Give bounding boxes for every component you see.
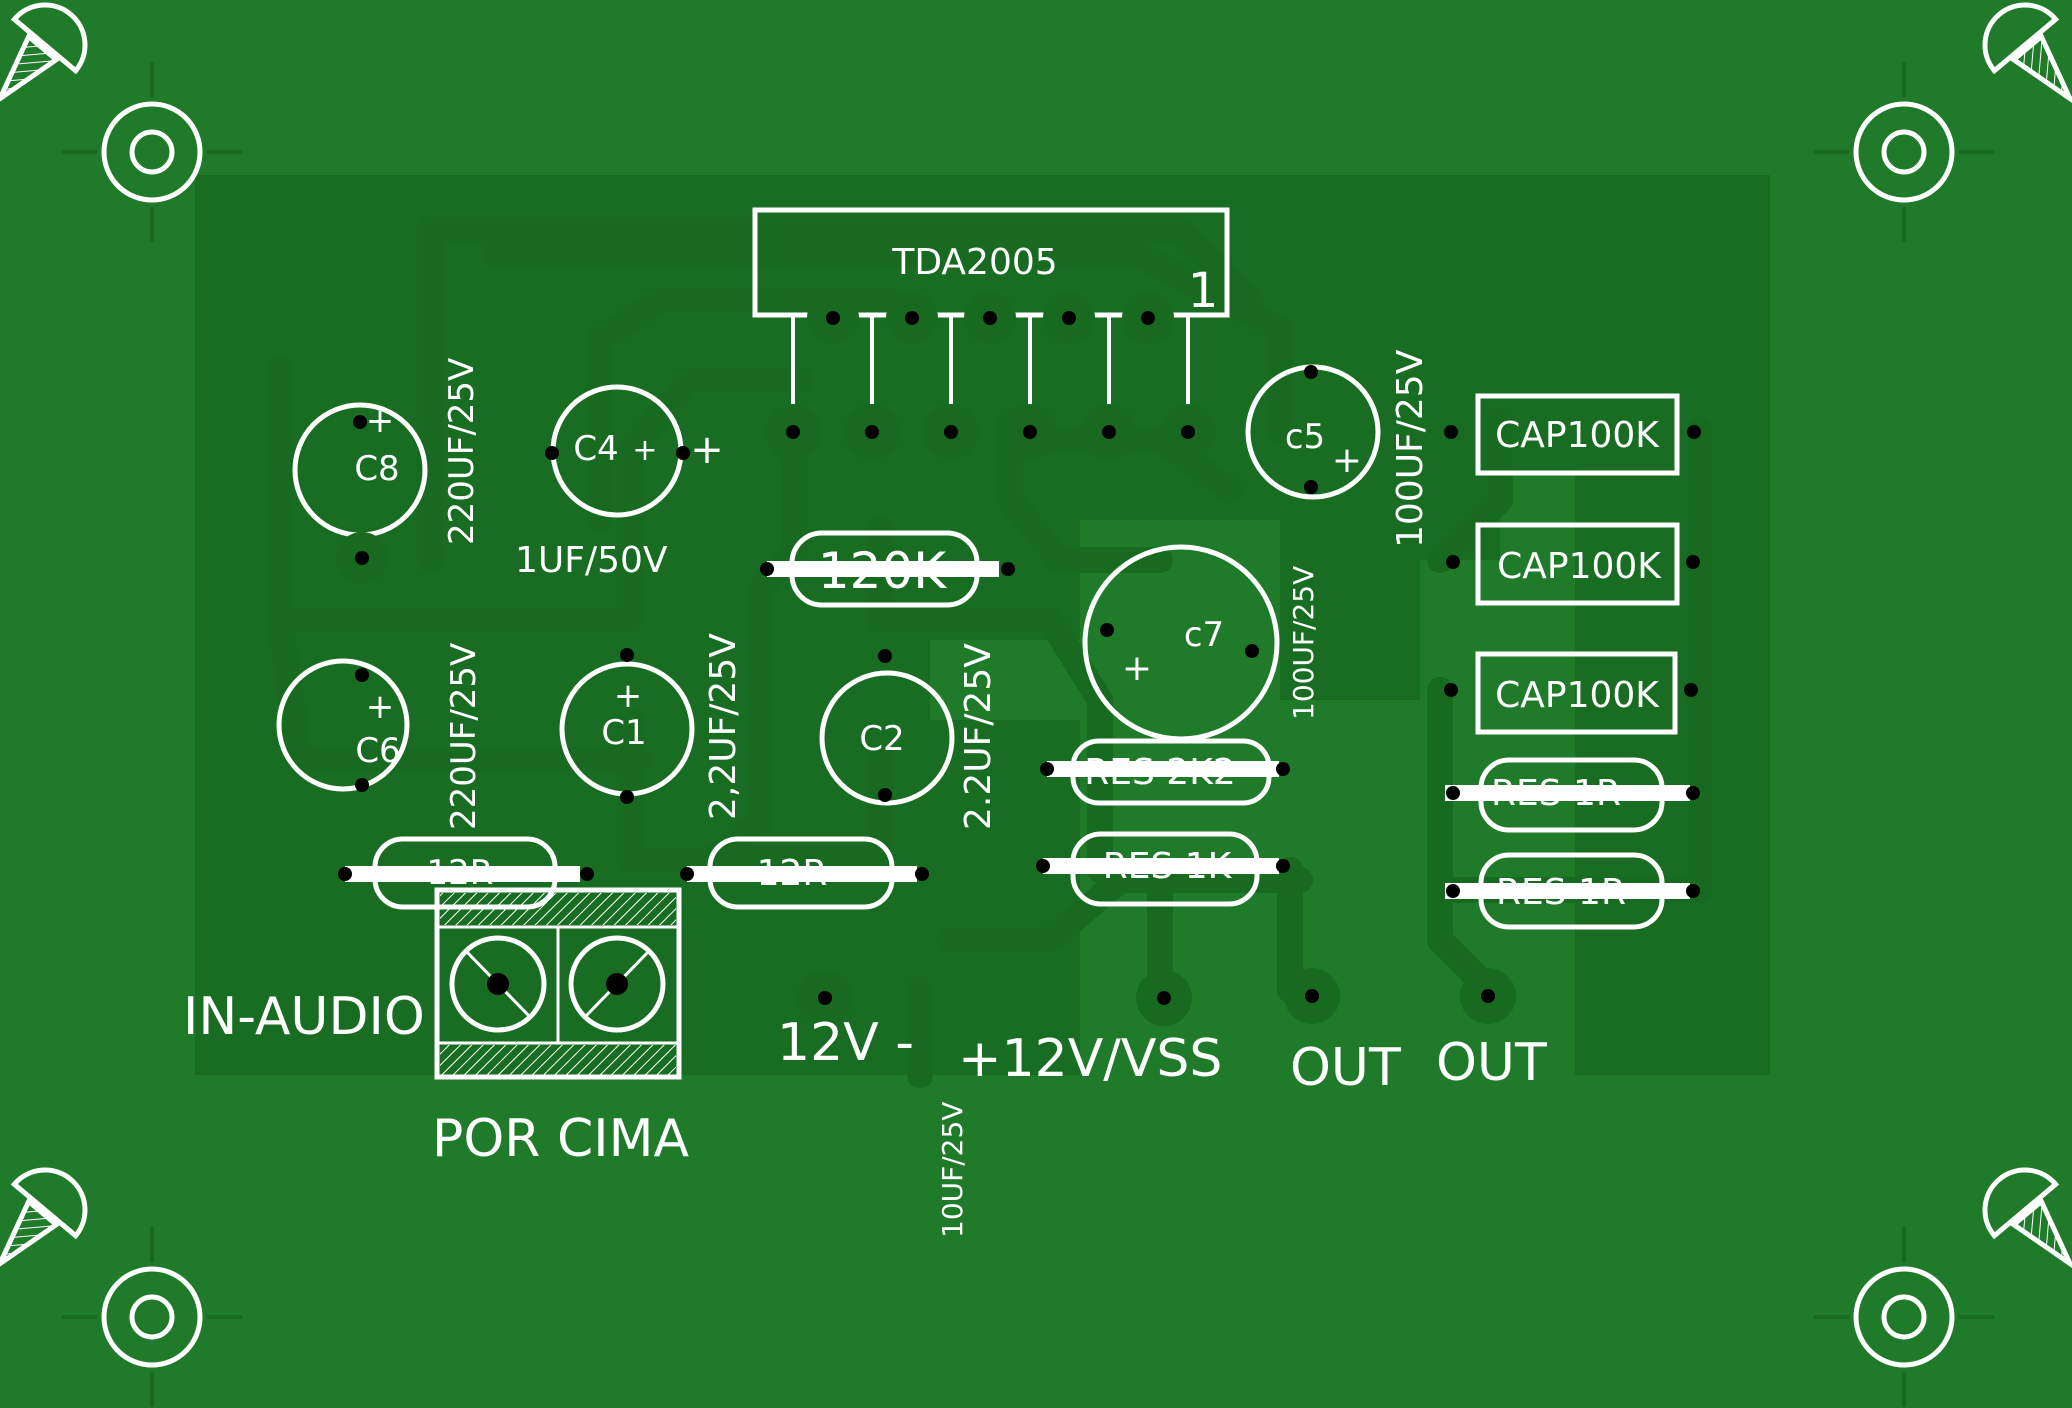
c4-ref: C4: [573, 429, 618, 469]
in-audio-label: IN-AUDIO: [183, 987, 425, 1047]
c2-value: 2.2UF/25V: [958, 643, 999, 830]
capacitor-c4: C4 + + 1UF/50V: [515, 384, 724, 581]
resistor-2k2: RES 2K2: [1040, 738, 1290, 806]
resistor-120k: 120K: [760, 530, 1015, 608]
c6-plus: +: [366, 687, 395, 727]
capacitor-c2: C2 2.2UF/25V: [819, 643, 999, 830]
film-cap-3-label: CAP100K: [1495, 675, 1660, 716]
c7-plus: +: [1122, 648, 1152, 689]
c1-value: 2,2UF/25V: [703, 633, 744, 820]
out-label-2: OUT: [1436, 1033, 1547, 1093]
c6-value: 220UF/25V: [444, 643, 484, 830]
ic-name-label: TDA2005: [891, 242, 1057, 283]
film-cap-3: CAP100K: [1444, 651, 1698, 735]
r1r-b-label: RES 1R: [1496, 872, 1626, 913]
c1-ref: C1: [601, 713, 646, 753]
c5-value: 100UF/25V: [1390, 349, 1431, 548]
c8-ref: C8: [354, 449, 399, 489]
c5-ref: c5: [1285, 417, 1325, 457]
film-cap-2-label: CAP100K: [1497, 546, 1662, 587]
resistor-12r-b: 12R: [680, 836, 929, 910]
screw-bottom-right: [1814, 1167, 2072, 1407]
screw-bottom-left: [0, 1167, 242, 1407]
c8-value: 220UF/25V: [442, 358, 482, 545]
audio-input-terminal: [434, 887, 682, 1080]
resistor-1r-a: RES 1R: [1445, 757, 1700, 833]
c4-plus-outer: +: [690, 427, 724, 473]
c-10uf-value: 10UF/25V: [936, 1102, 969, 1238]
resistor-1k: RES 1K: [1036, 831, 1290, 907]
capacitor-c7: c7 + 100UF/25V: [1082, 544, 1320, 742]
ic-tda2005: TDA2005 1: [752, 207, 1230, 460]
r12-b-label: 12R: [757, 853, 828, 894]
resistor-1r-b: RES 1R: [1445, 852, 1700, 930]
c8-plus: +: [366, 401, 395, 441]
c7-value: 100UF/25V: [1287, 566, 1320, 720]
por-cima-label: POR CIMA: [432, 1109, 689, 1169]
v12-minus-label: 12V -: [777, 1013, 914, 1073]
c1-plus: +: [614, 676, 643, 716]
film-cap-1-label: CAP100K: [1495, 415, 1660, 456]
capacitor-c1: + C1 2,2UF/25V: [559, 633, 744, 820]
out-label-1: OUT: [1290, 1038, 1401, 1098]
c2-ref: C2: [859, 719, 904, 759]
ic-pin1-label: 1: [1188, 263, 1219, 319]
r1r-a-label: RES 1R: [1491, 773, 1621, 814]
r1k-label: RES 1K: [1103, 846, 1233, 887]
film-cap-1: CAP100K: [1444, 393, 1701, 476]
c7-ref: c7: [1184, 615, 1224, 655]
resistor-12r-a: 12R: [338, 836, 594, 910]
c4-plus: +: [632, 433, 657, 468]
film-cap-2: CAP100K: [1446, 522, 1700, 606]
screw-top-right: [1814, 2, 2072, 242]
r120k-label: 120K: [818, 542, 947, 600]
capacitor-c5: c5 + 100UF/25V: [1245, 349, 1431, 548]
capacitor-c8: + C8 220UF/25V: [292, 358, 482, 584]
power-output-pads: [797, 968, 1516, 1026]
copper-traces: [267, 217, 1713, 1088]
screw-top-left: [0, 2, 242, 242]
capacitor-c6: + C6 220UF/25V: [276, 643, 484, 830]
v12-vss-label: +12V/VSS: [958, 1029, 1222, 1089]
c4-value: 1UF/50V: [515, 540, 668, 581]
r12-a-label: 12R: [427, 853, 494, 893]
c6-ref: C6: [355, 731, 400, 771]
c5-plus: +: [1332, 440, 1362, 481]
r2k2-label: RES 2K2: [1084, 752, 1235, 793]
